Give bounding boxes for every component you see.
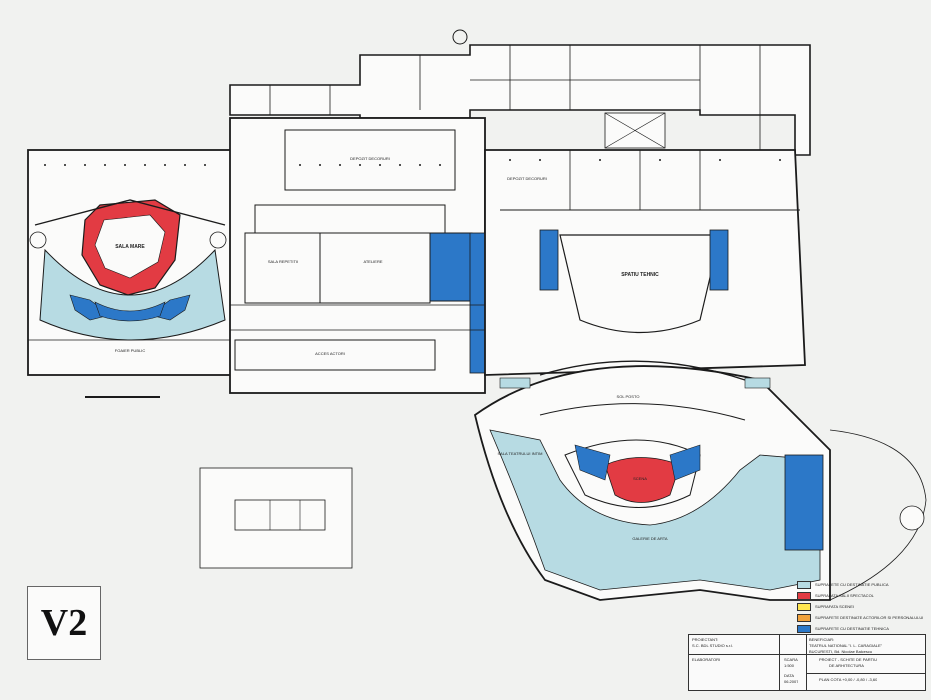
legend-item-technical: SUPRAFETE CU DESTINATIE TEHNICA — [797, 624, 889, 633]
proiectant-label: PROIECTANT: — [692, 637, 719, 642]
label-scena: SCENA — [633, 476, 647, 481]
title-block: PROIECTANT: S.C. BDL STUDIO s.r.l. ELABO… — [688, 634, 926, 691]
label-sala-repetitii: SALA REPETITII — [268, 259, 298, 264]
legend-swatch — [797, 580, 811, 589]
label-foaier: FOAIER PUBLIC — [115, 348, 146, 353]
label-spatiu-tehnic: SPATIU TEHNIC — [621, 272, 659, 278]
sheet-label: V2 — [40, 602, 88, 644]
key-plan — [199, 467, 353, 569]
left-hall-block — [27, 149, 234, 398]
label-galerie: GALERIE DE ARTA — [632, 536, 668, 541]
title-divider — [806, 635, 807, 690]
label-ateliere: ATELIERE — [363, 259, 382, 264]
scara-value: 1:500 — [784, 663, 795, 668]
legend-swatch — [797, 624, 811, 633]
city-value: BUCURESTI, Bd. Nicolae Balcescu — [809, 649, 873, 654]
scara-label: SCARA — [784, 657, 798, 662]
legend-label: SUPRAFATA SALII SPECTACOL — [815, 593, 874, 598]
faza-value: PROIECT - SCHITE DE PARTIU — [819, 657, 878, 662]
room-labels: SALA MARE FOAIER PUBLIC SPATIU TEHNIC DE… — [115, 156, 668, 541]
legend-label: SUPRAFETE CU DESTINATIE TEHNICA — [815, 626, 889, 631]
legend-item-stage: SUPRAFATA SCENEI — [797, 602, 854, 611]
label-sala-mare: SALA MARE — [115, 244, 145, 250]
legend-label: SUPRAFATA SCENEI — [815, 604, 854, 609]
data-label: DATA — [784, 673, 795, 678]
legend-swatch — [797, 591, 811, 600]
plan-value: PLAN COTA +0,00 / -0,80 / -3,60 — [819, 677, 878, 682]
label-sol-posto: SOL POSTO — [617, 394, 640, 399]
legend-swatch — [797, 613, 811, 622]
central-block — [229, 117, 486, 394]
beneficiar-value: TEATRUL NATIONAL "I. L. CARAGIALE" — [809, 643, 883, 648]
service-wing — [229, 29, 811, 156]
faza2-value: DE ARHITECTURA — [829, 663, 864, 668]
legend-label: SUPRAFETE DESTINATE ACTORILOR SI PERSONA… — [815, 615, 924, 620]
legend-item-public: SUPRAFETE CU DESTINATIE PUBLICA — [797, 580, 889, 589]
label-depozit-decoruri: DEPOZIT DECORURI — [507, 176, 547, 181]
proiectant-value: S.C. BDL STUDIO s.r.l. — [692, 643, 734, 648]
title-divider — [689, 654, 925, 655]
right-stage-block — [484, 149, 806, 376]
label-teatru-intim: SALA TEATRULUI INTIM — [498, 451, 543, 456]
legend-label: SUPRAFETE CU DESTINATIE PUBLICA — [815, 582, 889, 587]
elaborat-label: ELABORATORI — [692, 657, 721, 662]
label-acces: ACCES ACTORI — [315, 351, 345, 356]
title-divider — [779, 635, 780, 690]
legend-item-actors: SUPRAFETE DESTINATE ACTORILOR SI PERSONA… — [797, 613, 923, 622]
beneficiar-label: BENEFICIAR: — [809, 637, 835, 642]
curved-hall-block — [473, 360, 927, 601]
label-depozit-decoruri-2: DEPOZIT DECORURI — [350, 156, 390, 161]
title-divider — [806, 673, 925, 674]
sheet-label-box: V2 — [27, 586, 101, 660]
data-value: 06.2007 — [784, 679, 799, 684]
legend-swatch — [797, 602, 811, 611]
legend-item-hall: SUPRAFATA SALII SPECTACOL — [797, 591, 874, 600]
